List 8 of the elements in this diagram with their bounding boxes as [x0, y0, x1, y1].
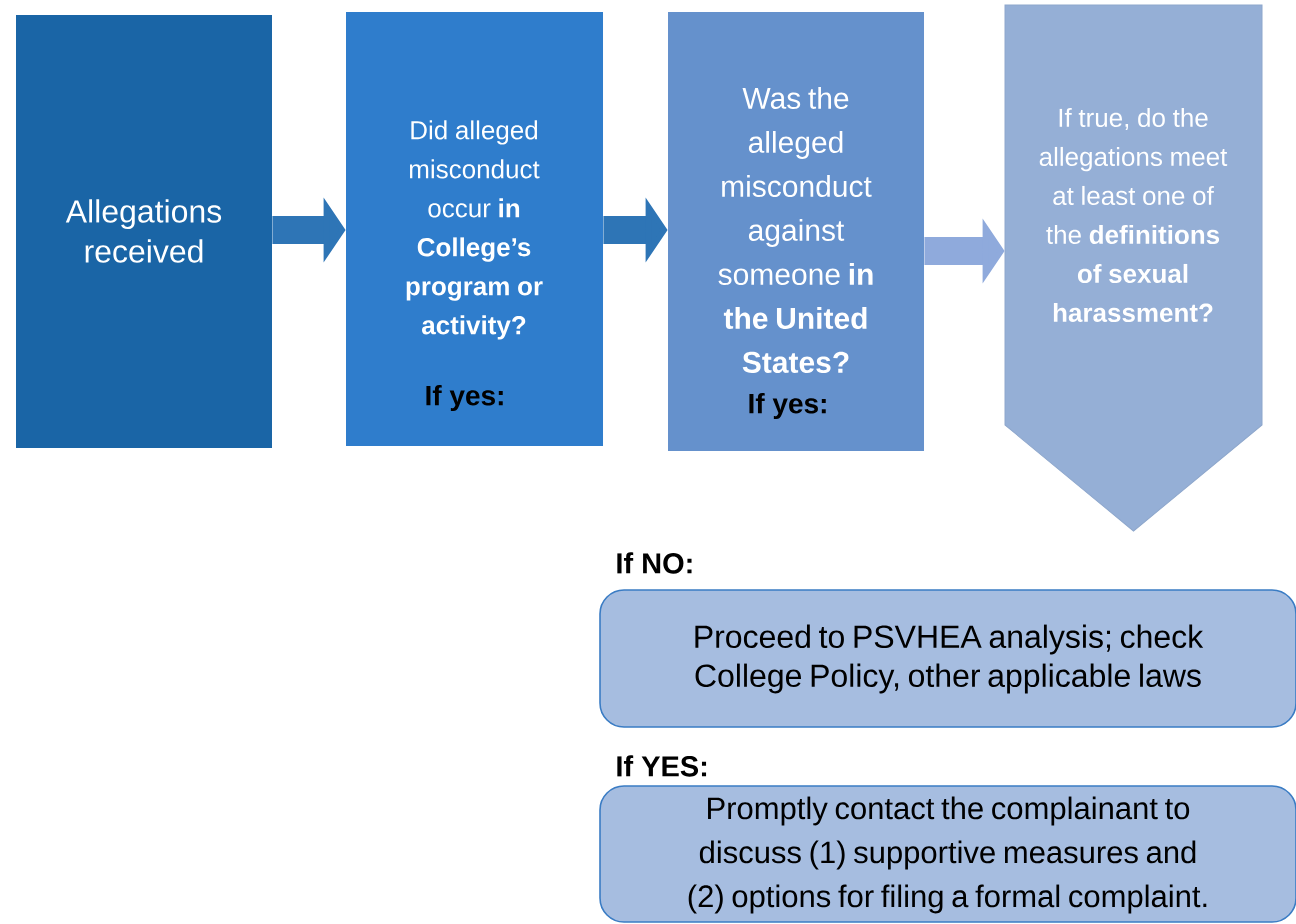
outcome-box: If NO: Proceed to PSVHEA analysis; check College Policy, other applicable laws — [599, 552, 1296, 728]
down-arrow-box: If true, do the allegations meet at least one of the definitions of sexual harassment? — [1004, 4, 1263, 532]
node-label: If NO: — [617, 552, 692, 574]
decision-box: Was the alleged misconduct against someone in the United States? If yes: — [668, 12, 924, 451]
decision-box: Did alleged misconduct occur in College’s program or activity? If yes: — [346, 12, 603, 446]
process-box: Allegations received — [16, 15, 272, 448]
outcome-box: If YES: Promptly contact the complainant to discuss (1) supportive measures and (2) options for filing a formal complaint. — [599, 755, 1296, 923]
node-label: If YES: — [617, 755, 707, 777]
